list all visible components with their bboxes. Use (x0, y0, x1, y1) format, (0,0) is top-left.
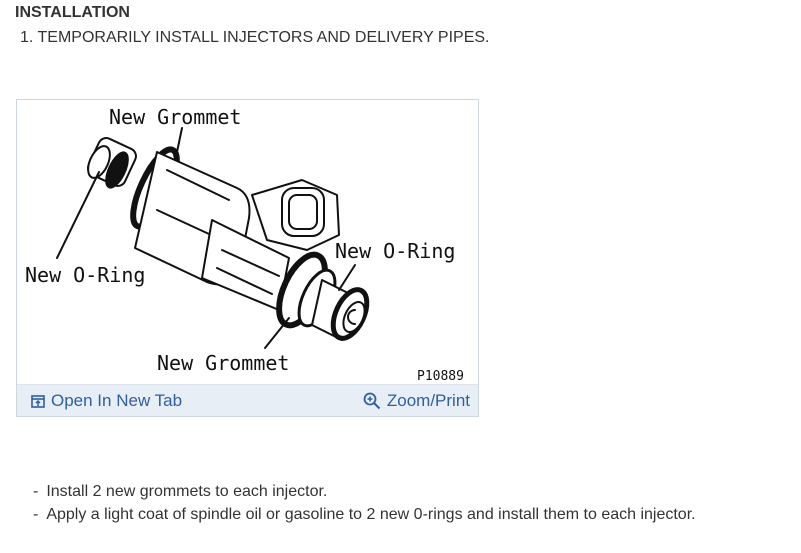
label-new-oring-left: New O-Ring (25, 263, 145, 287)
zoom-print-link[interactable]: Zoom/Print (363, 391, 470, 411)
list-dash: - (33, 506, 39, 523)
open-new-tab-icon (31, 395, 45, 408)
label-new-oring-right: New O-Ring (335, 239, 455, 263)
injector-figure: New Grommet New O-Ring New O-Ring New Gr… (16, 99, 479, 417)
list-item-text: Apply a light coat of spindle oil or gas… (46, 506, 696, 523)
section-heading: INSTALLATION (15, 4, 130, 21)
figure-action-bar: Open In New Tab Zoom/Print (17, 384, 478, 416)
label-new-grommet-bottom: New Grommet (157, 351, 289, 375)
open-in-new-tab-link[interactable]: Open In New Tab (31, 391, 182, 411)
list-dash: - (33, 483, 39, 500)
figure-code: P10889 (417, 369, 464, 384)
label-new-grommet-top: New Grommet (109, 105, 241, 129)
list-item: -Apply a light coat of spindle oil or ga… (33, 503, 696, 526)
notes-list: -Install 2 new grommets to each injector… (33, 480, 696, 526)
zoom-print-label: Zoom/Print (386, 391, 470, 410)
injector-diagram: New Grommet New O-Ring New O-Ring New Gr… (25, 105, 464, 384)
open-in-new-tab-label: Open In New Tab (51, 391, 183, 410)
list-item-text: Install 2 new grommets to each injector. (46, 483, 328, 500)
zoom-in-icon (363, 392, 381, 410)
list-item: -Install 2 new grommets to each injector… (33, 480, 696, 503)
step-text: 1. TEMPORARILY INSTALL INJECTORS AND DEL… (20, 29, 490, 46)
